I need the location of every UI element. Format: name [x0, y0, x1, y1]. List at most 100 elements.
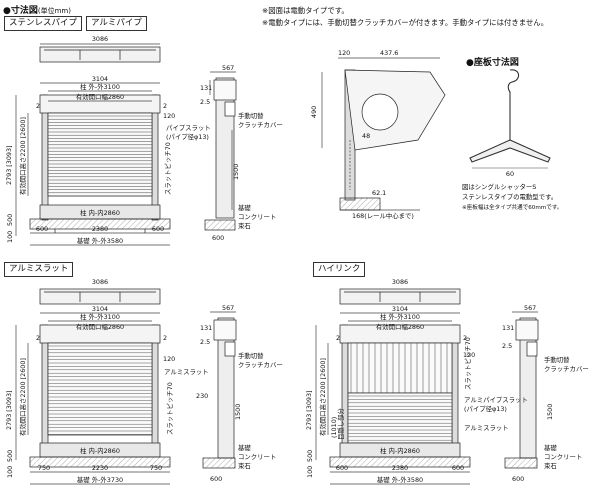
- p5-dim-2a: 2: [336, 334, 340, 342]
- panel-stainless-side: [204, 71, 237, 231]
- p1-base: 基礎 外-外3580: [77, 236, 123, 245]
- p1-side-right: 600: [152, 225, 164, 233]
- p4-side-left: 750: [38, 464, 50, 472]
- p4s-131: 131: [200, 324, 212, 332]
- p5-dim-500: 500: [306, 450, 314, 462]
- p4s-clutch-2: クラッチカバー: [238, 361, 283, 369]
- p5s-stone: 束石: [544, 462, 557, 470]
- p4-side-right: 750: [150, 464, 162, 472]
- p1-opening-height: 有効開口高さ2200 [2600]: [18, 117, 27, 195]
- p5-slat: アルミスラット: [464, 424, 509, 432]
- p1-top-width: 3086: [92, 35, 108, 43]
- p4-base: 基礎 外-外3730: [77, 475, 123, 484]
- p5-top-width: 3086: [392, 278, 408, 286]
- p5s-foundation-2: コンクリート: [544, 453, 582, 461]
- p4-dim-2b: 2: [163, 334, 167, 342]
- p1s-1500: 1500: [232, 164, 240, 180]
- p5-sub-height: (1010): [330, 417, 338, 438]
- sv-48: 48: [362, 132, 370, 140]
- note-2: ※電動タイプには、手動切替クラッチカバーが付きます。手動タイプには付きません。: [262, 18, 549, 27]
- base-plate-caption-1: 図はシングルシャッターS: [462, 183, 537, 191]
- p5-overall: 柱 外-外3100: [380, 312, 420, 321]
- p4-overall: 柱 外-外3100: [80, 312, 120, 321]
- p4s-600: 600: [210, 475, 222, 483]
- p4s-foundation-1: 基礎: [238, 443, 251, 452]
- p5-inner: 柱 内-内2860: [380, 446, 420, 455]
- p4s-1500: 1500: [234, 404, 242, 420]
- p1s-567: 567: [222, 64, 234, 72]
- sv-490: 490: [310, 106, 318, 118]
- sv-120: 120: [338, 49, 350, 57]
- p5-base: 基礎 外-外3580: [377, 475, 423, 484]
- p1-pitch: スラットピッチ70: [164, 142, 172, 195]
- p1s-foundation-1: 基礎: [238, 203, 251, 212]
- p4s-clutch-1: 手動切替: [238, 351, 264, 360]
- p5-pitch: スラットピッチ70: [464, 337, 472, 390]
- p4-inner: 柱 内-内2860: [80, 446, 120, 455]
- p1-center: 2380: [92, 225, 108, 233]
- p4-dim-120: 120: [163, 355, 175, 363]
- p5s-foundation-1: 基礎: [544, 443, 557, 452]
- p1s-25: 2.5: [200, 98, 210, 106]
- p1-pipe-2: (パイプ径φ13): [166, 132, 209, 141]
- note-1: ※図面は電動タイプです。: [262, 6, 349, 15]
- p5-pipe-2: (パイプ径φ13): [464, 404, 507, 413]
- p1s-131: 131: [200, 84, 212, 92]
- p4-dim-2a: 2: [36, 334, 40, 342]
- p4s-stone: 束石: [238, 462, 251, 470]
- base-plate-caption-2: ステンレスタイプの電動型です。: [462, 193, 558, 201]
- base-plate-title: ●座板寸法図: [466, 58, 519, 68]
- p1-overall: 柱 外-外3100: [80, 82, 120, 91]
- p5s-600: 600: [512, 475, 524, 483]
- p5-side-right: 600: [452, 464, 464, 472]
- p1-inner: 柱 内-内2860: [80, 208, 120, 217]
- panel-slat-front: [15, 288, 171, 485]
- p1-height: 2793 [3093]: [5, 145, 13, 185]
- p4-opening-height: 有効開口高さ2200 [2600]: [18, 358, 27, 436]
- p5-height: 2793 [3093]: [305, 390, 313, 430]
- p1-pipe-1: パイプスラット: [166, 124, 211, 132]
- p5-center: 2380: [392, 464, 408, 472]
- p4-height: 2793 [3093]: [5, 390, 13, 430]
- p1-dim-100: 100: [6, 231, 14, 243]
- p5-side-left: 600: [336, 464, 348, 472]
- base-plate-drawing: [469, 69, 551, 169]
- p1-side-left: 600: [36, 225, 48, 233]
- p5-sub-opening: 目隠し部分: [336, 407, 345, 440]
- tab-aluminum-slat[interactable]: アルミスラット: [4, 262, 74, 277]
- bp-width: 60: [506, 170, 514, 178]
- p1-dim-500: 500: [6, 214, 14, 226]
- p5s-1500: 1500: [546, 404, 554, 420]
- p5-outer-width: 3104: [392, 305, 408, 313]
- p5-dim-2b: 2: [463, 334, 467, 342]
- p1-opening: 有効開口幅2860: [76, 92, 124, 101]
- sv-437: 437.6: [380, 49, 398, 57]
- p5s-clutch-1: 手動切替: [544, 355, 570, 364]
- panel-highlink-side: [504, 311, 539, 469]
- p4-outer-width: 3104: [92, 305, 108, 313]
- p1-outer-width: 3104: [92, 75, 108, 83]
- p5-opening-height: 有効開口高さ2200 [2600]: [318, 358, 327, 436]
- panel-stainless-front: [15, 43, 171, 246]
- p5s-131: 131: [502, 324, 514, 332]
- p4-center: 2230: [92, 464, 108, 472]
- p4s-25: 2.5: [200, 338, 210, 346]
- p5s-567: 567: [524, 304, 536, 312]
- p1s-clutch-1: 手動切替: [238, 111, 264, 120]
- p4-slat: アルミスラット: [164, 368, 209, 376]
- section-view: [321, 57, 446, 211]
- tab-stainless-pipe[interactable]: ステンレスパイプ: [4, 16, 83, 31]
- p5-pipe-1: アルミパイプスラット: [464, 396, 528, 404]
- p1-dim-2b: 2: [163, 102, 167, 110]
- p4-pitch: スラットピッチ70: [166, 382, 174, 435]
- p1-dim-2a: 2: [36, 102, 40, 110]
- tab-highlink[interactable]: ハイリンク: [313, 262, 366, 277]
- page-title: ●寸法図(単位mm): [3, 6, 71, 16]
- p5s-25: 2.5: [502, 342, 512, 350]
- sv-62: 62.1: [372, 189, 386, 197]
- p4-dim-100: 100: [6, 466, 14, 478]
- p5-dim-120: 120: [463, 351, 475, 359]
- tab-aluminum-pipe[interactable]: アルミパイプ: [86, 16, 147, 31]
- p5-dim-100: 100: [306, 466, 314, 478]
